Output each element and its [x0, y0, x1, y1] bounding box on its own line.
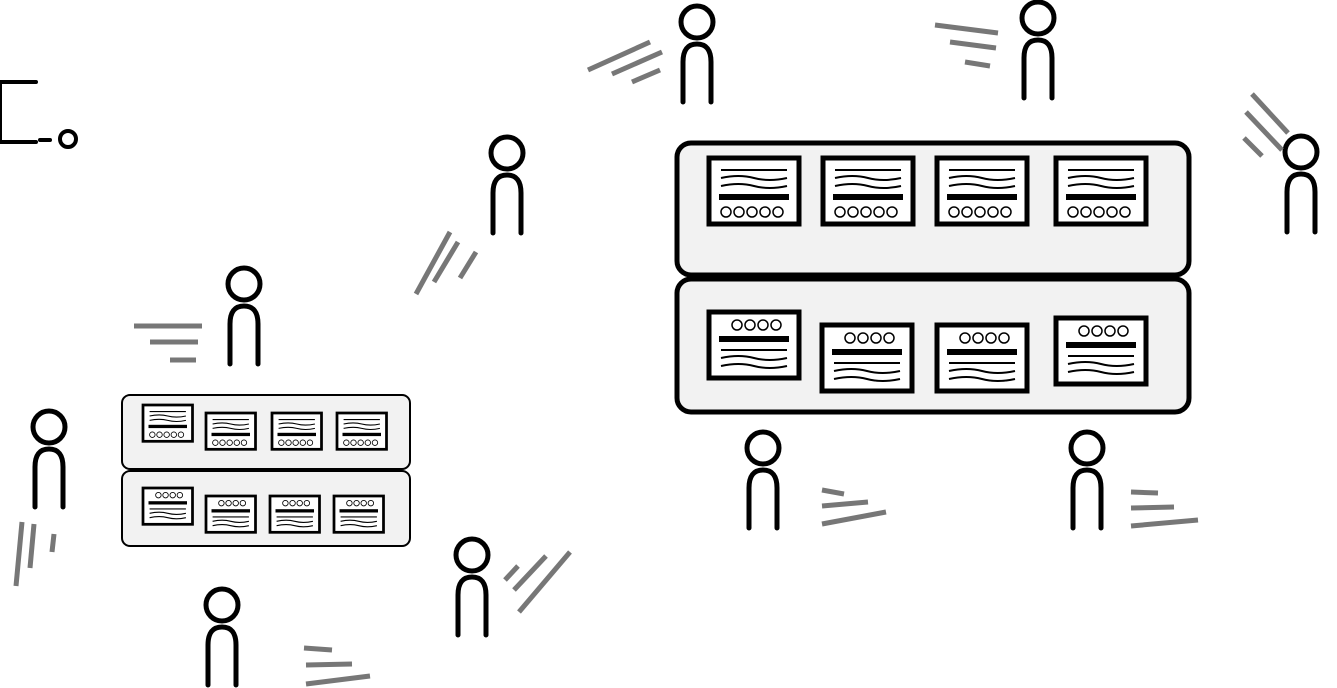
person-icon	[491, 137, 523, 233]
product-card-icon	[1056, 158, 1146, 224]
title-glyphs	[0, 80, 78, 149]
person-icon	[456, 539, 488, 635]
product-card-icon	[937, 158, 1027, 224]
product-card-icon	[822, 325, 912, 391]
product-card-icon	[270, 411, 323, 451]
motion-lines-icon	[13, 22, 1290, 687]
product-card-icon	[204, 411, 257, 451]
product-card-icon	[141, 486, 194, 526]
person-icon	[747, 432, 779, 528]
product-card-icon	[332, 494, 385, 534]
person-icon	[1285, 136, 1317, 232]
product-card-icon	[268, 494, 321, 534]
small-rack	[121, 394, 411, 547]
product-card-icon	[709, 312, 799, 378]
person-icon	[681, 6, 713, 102]
person-icon	[206, 589, 238, 685]
product-card-icon	[141, 403, 194, 443]
person-icon	[1022, 2, 1054, 98]
large-rack	[674, 140, 1192, 415]
product-card-icon	[335, 411, 388, 451]
product-card-icon	[709, 158, 799, 224]
product-card-icon	[937, 325, 1027, 391]
person-icon	[33, 411, 65, 507]
person-icon	[228, 268, 260, 364]
product-card-icon	[1056, 318, 1146, 384]
product-card-icon	[823, 158, 913, 224]
product-card-icon	[204, 494, 257, 534]
person-icon	[1071, 432, 1103, 528]
